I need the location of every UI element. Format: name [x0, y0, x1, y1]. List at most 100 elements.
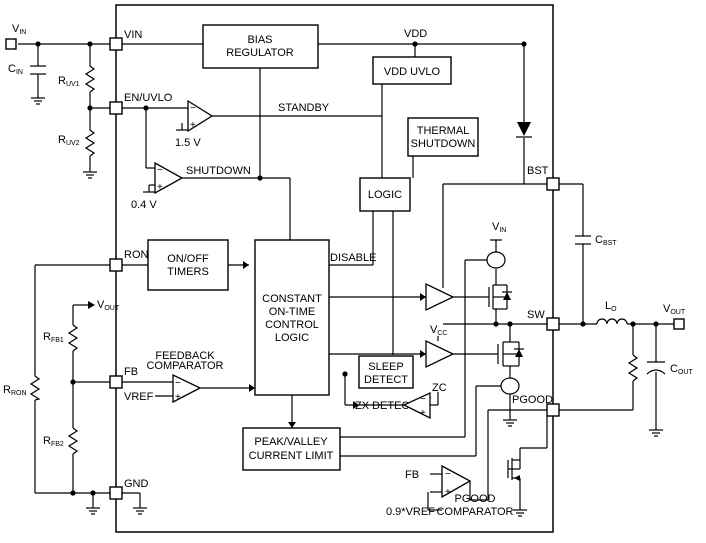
junction-dots — [35, 41, 659, 496]
cot-line-1: CONSTANT — [262, 293, 322, 305]
pin-label-en-uvlo: EN/UVLO — [124, 92, 173, 104]
pgood-comp-minus: − — [445, 469, 451, 480]
pin-fb — [109, 375, 123, 389]
thermal-shutdown-block — [407, 117, 479, 157]
low-side-gate-driver — [425, 339, 455, 369]
feedback-comparator — [172, 373, 202, 404]
on-off-timers-block — [147, 239, 229, 291]
cbst-label: CBST — [595, 234, 617, 247]
zx-detect-label: ZX DETECT — [355, 400, 416, 412]
on-off-timers-line-1: ON/OFF — [167, 253, 209, 265]
ground-icon — [133, 507, 147, 515]
high-side-mosfet — [488, 284, 512, 310]
low-side-current-sense-icon — [500, 377, 520, 395]
rfb1-label: RFB1 — [43, 331, 64, 344]
bias-regulator-line-1: BIAS — [247, 34, 272, 46]
vdd-label: VDD — [404, 28, 427, 40]
cout-capacitor — [646, 361, 666, 375]
sleep-detect-line-1: SLEEP — [368, 361, 403, 373]
vout-terminal — [673, 318, 685, 330]
thermal-shutdown-line-1: THERMAL — [417, 125, 470, 137]
ground-icons — [31, 97, 663, 517]
bias-regulator-block — [202, 24, 319, 69]
rron-label: RRON — [3, 384, 27, 397]
pgood-ref-label: 0.9*VREF — [386, 506, 435, 518]
vref-label: VREF — [124, 391, 154, 403]
peak-valley-current-limit-block — [242, 427, 341, 471]
disable-label: DISABLE — [330, 252, 376, 264]
sleep-detect-line-2: DETECT — [364, 374, 408, 386]
lo-label: LO — [605, 300, 617, 313]
pin-label-pgood: PGOOD — [512, 394, 553, 406]
vout-label: VOUT — [663, 303, 686, 316]
zx-comparator — [402, 391, 431, 420]
bias-regulator-line-2: REGULATOR — [226, 47, 293, 59]
pin-label-sw: SW — [527, 309, 545, 321]
pin-pgood — [546, 403, 560, 417]
feedback-comparator-line-1: FEEDBACK — [155, 350, 215, 362]
vin-hs-label: VIN — [492, 221, 506, 234]
ground-icon — [513, 509, 527, 517]
ground-icon — [86, 507, 100, 515]
rron-resistor — [29, 375, 41, 401]
standby-comp-minus: − — [190, 103, 196, 114]
feedback-comparator-line-2: COMPARATOR — [146, 360, 223, 372]
vin-terminal — [5, 38, 17, 50]
cout-label: COUT — [670, 363, 693, 376]
ruv2-resistor — [84, 129, 96, 157]
pin-label-vin: VIN — [124, 29, 142, 41]
vcc-label: VCC — [430, 324, 447, 337]
ground-icon — [31, 97, 45, 105]
ground-icon — [83, 171, 97, 179]
zc-label: ZC — [432, 382, 447, 394]
peak-valley-line-1: PEAK/VALLEY — [254, 436, 328, 448]
vdd-uvlo-block — [372, 56, 452, 85]
pin-en-uvlo — [109, 101, 123, 115]
cot-line-3: CONTROL — [265, 319, 319, 331]
reference-sources — [143, 129, 188, 193]
pgood-comp-plus: + — [445, 487, 451, 498]
cot-line-4: LOGIC — [275, 332, 309, 344]
peak-valley-line-2: CURRENT LIMIT — [249, 450, 334, 462]
feedback-comp-plus: + — [175, 392, 181, 403]
shutdown-comparator — [154, 161, 184, 195]
vin-source-label: VIN — [12, 23, 26, 36]
pgood-comparator-line-1: PGOOD — [455, 493, 496, 505]
low-side-mosfet — [497, 341, 524, 367]
high-side-current-sense-icon — [486, 251, 506, 269]
ruv2-label: RUV2 — [58, 134, 80, 147]
pin-label-ron: RON — [124, 249, 149, 261]
standby-comp-plus: + — [190, 120, 196, 131]
output-resistor — [627, 354, 639, 382]
standby-label: STANDBY — [278, 102, 330, 114]
cot-line-2: ON-TIME — [269, 306, 315, 318]
logic-block — [359, 177, 411, 212]
vdd-uvlo-label: VDD UVLO — [384, 66, 441, 78]
rfb2-resistor — [67, 427, 79, 455]
cbst-capacitor — [575, 235, 591, 245]
ref-1v5-label: 1.5 V — [175, 137, 201, 149]
vout-fb-arrow-icon — [88, 301, 95, 309]
zx-comp-minus: − — [420, 394, 426, 405]
ic-pins — [109, 37, 560, 500]
shutdown-comp-plus: + — [157, 182, 163, 193]
ground-icon — [503, 419, 517, 427]
logic-label: LOGIC — [368, 189, 402, 201]
shutdown-label: SHUTDOWN — [186, 165, 251, 177]
pin-gnd — [109, 486, 123, 500]
pin-label-fb: FB — [124, 366, 138, 378]
pgood-comparator — [441, 464, 472, 499]
rfb1-resistor — [67, 324, 79, 352]
pin-label-gnd: GND — [124, 478, 149, 490]
ground-icon — [649, 429, 663, 437]
standby-comparator — [187, 99, 214, 133]
thermal-shutdown-line-2: SHUTDOWN — [411, 138, 476, 150]
pin-sw — [546, 317, 560, 331]
sleep-detect-block — [358, 355, 414, 389]
pin-vin — [109, 37, 123, 51]
signal-arrows — [243, 261, 426, 428]
cin-label: CIN — [8, 63, 23, 76]
ref-0v4-label: 0.4 V — [131, 199, 157, 211]
high-side-gate-driver — [425, 282, 455, 312]
